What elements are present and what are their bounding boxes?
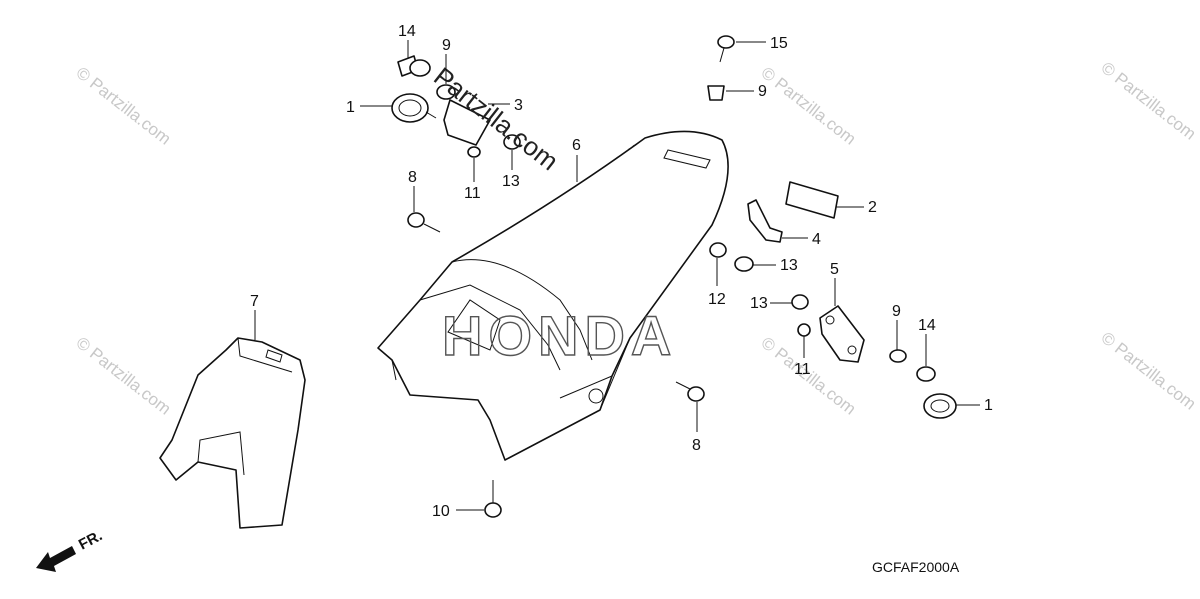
watermark: © Partzilla.com <box>73 333 175 419</box>
watermark: © Partzilla.com <box>73 63 175 149</box>
part-9-washer[interactable] <box>889 349 907 363</box>
callout-3[interactable]: 3 <box>514 97 523 114</box>
part-13-nut[interactable] <box>734 256 754 272</box>
part-4-bracket[interactable] <box>747 199 783 243</box>
part-8-screw[interactable] <box>407 212 441 233</box>
callout-8[interactable]: 8 <box>692 437 701 454</box>
watermark: © Partzilla.com <box>1098 328 1200 414</box>
part-13-nut[interactable] <box>503 134 521 150</box>
callout-4[interactable]: 4 <box>812 231 821 248</box>
callout-12[interactable]: 12 <box>708 291 726 308</box>
arrow-icon <box>36 546 76 572</box>
callout-1[interactable]: 1 <box>984 397 993 414</box>
part-7-inner-fender[interactable] <box>159 337 306 529</box>
part-1-reflector[interactable] <box>391 93 437 123</box>
callout-1[interactable]: 1 <box>346 99 355 116</box>
callout-9[interactable]: 9 <box>442 37 451 54</box>
part-14-bolt[interactable] <box>397 55 431 77</box>
part-1-reflector[interactable] <box>923 393 957 419</box>
callout-13[interactable]: 13 <box>780 257 798 274</box>
fr-label: FR. <box>76 527 105 553</box>
part-12-nut[interactable] <box>709 242 727 258</box>
part-8-screw[interactable] <box>675 381 705 402</box>
callout-11[interactable]: 11 <box>464 185 481 202</box>
part-11-nut[interactable] <box>467 146 481 158</box>
part-11-nut[interactable] <box>797 323 811 337</box>
part-10-bolt[interactable] <box>484 480 502 518</box>
callout-15[interactable]: 15 <box>770 35 788 52</box>
part-9-collar[interactable] <box>707 85 725 101</box>
part-6-rear-fender[interactable] <box>377 130 729 461</box>
part-15-bolt[interactable] <box>717 35 735 63</box>
callout-9[interactable]: 9 <box>892 303 901 320</box>
part-3-bracket[interactable] <box>443 99 491 146</box>
callout-13[interactable]: 13 <box>502 173 520 190</box>
part-2-pad[interactable] <box>785 181 839 219</box>
part-5-stay[interactable] <box>819 305 865 363</box>
honda-watermark: HONDA <box>442 304 677 367</box>
callout-7[interactable]: 7 <box>250 293 259 310</box>
watermark: © Partzilla.com <box>758 63 860 149</box>
callout-14[interactable]: 14 <box>918 317 936 334</box>
callout-14[interactable]: 14 <box>398 23 416 40</box>
callout-9[interactable]: 9 <box>758 83 767 100</box>
callout-8[interactable]: 8 <box>408 169 417 186</box>
diagram-code: GCFAF2000A <box>872 559 960 575</box>
callout-10[interactable]: 10 <box>432 503 450 520</box>
watermark: © Partzilla.com <box>1098 58 1200 144</box>
callout-2[interactable]: 2 <box>868 199 877 216</box>
part-13-nut[interactable] <box>791 294 809 310</box>
callouts: 14 9 1 3 11 13 6 8 15 9 2 4 13 12 5 13 1 <box>250 23 993 520</box>
callout-11[interactable]: 11 <box>794 361 811 378</box>
callout-6[interactable]: 6 <box>572 137 581 154</box>
part-14-bolt[interactable] <box>916 366 936 382</box>
front-direction-arrow: FR. <box>36 527 105 572</box>
callout-13[interactable]: 13 <box>750 295 768 312</box>
callout-5[interactable]: 5 <box>830 261 839 278</box>
part-9-washer[interactable] <box>436 84 456 100</box>
